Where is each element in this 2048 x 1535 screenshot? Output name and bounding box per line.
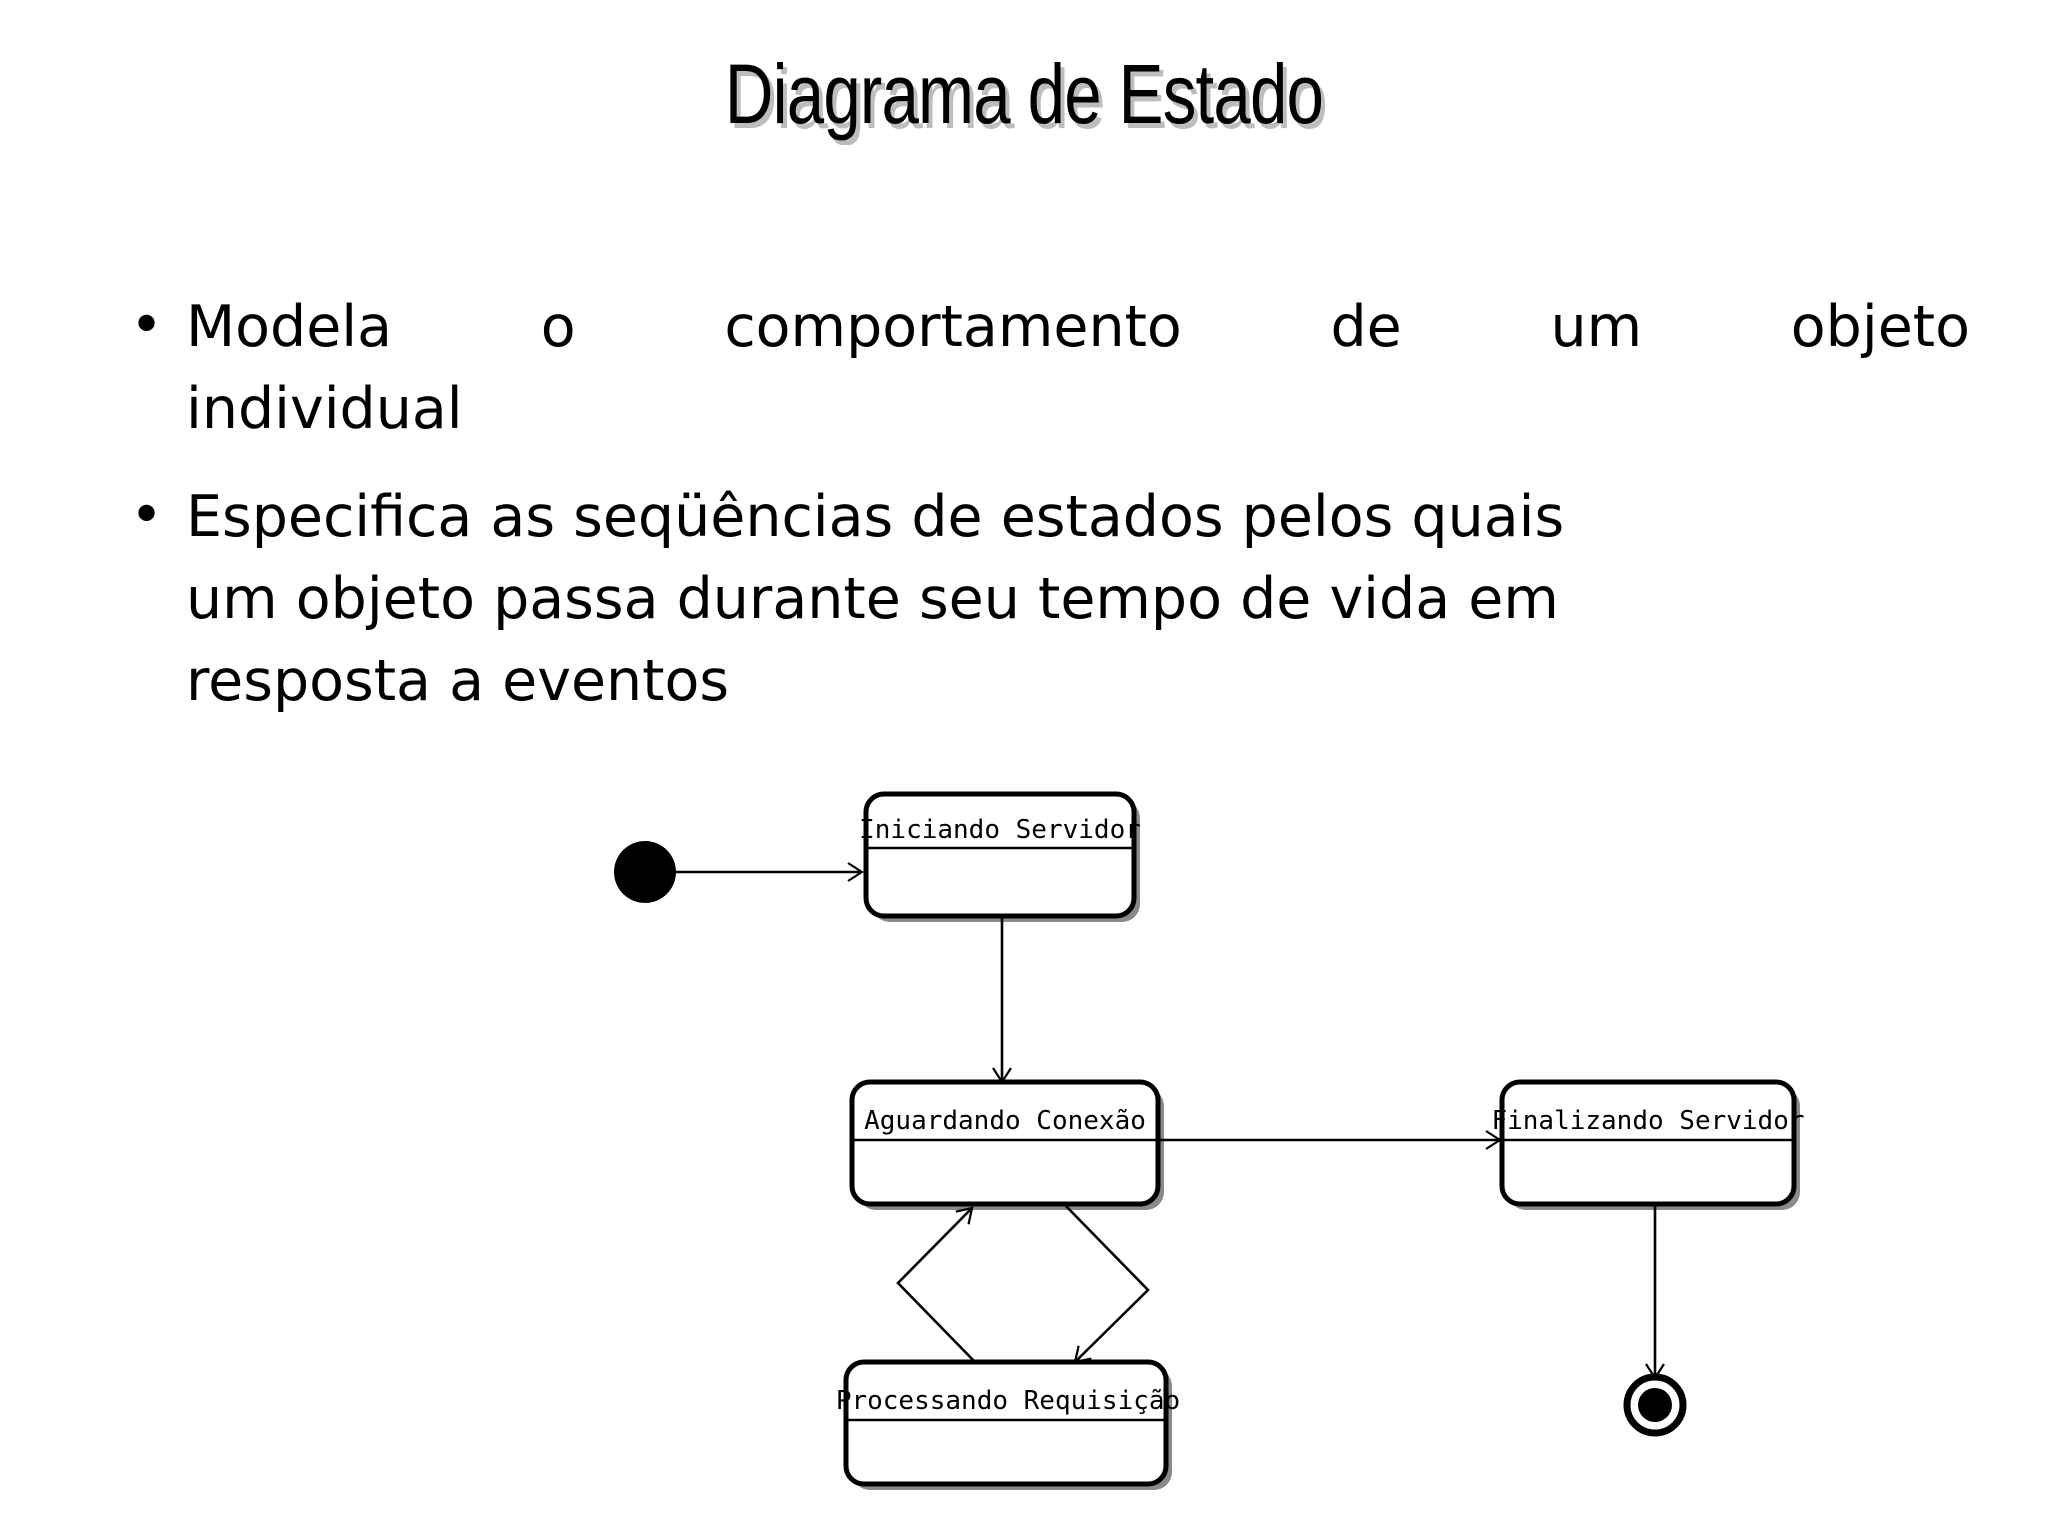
initial-node-icon [614, 841, 676, 903]
bullet-marker-icon: • [130, 293, 164, 358]
state-node-aguardando-conexao: Aguardando Conexão [849, 1079, 1161, 1207]
final-node-icon [1623, 1373, 1687, 1437]
state-label: Finalizando Servidor [1491, 1106, 1804, 1136]
bullet-line: resposta a eventos [186, 648, 730, 714]
bullet-line: um objeto passa durante seu tempo de vid… [186, 566, 1559, 632]
bullet-line: Modela o comportamento de um objeto [186, 294, 1970, 360]
transition-aguardando-to-processando [1062, 1202, 1150, 1364]
bullet-text: Especifica as seqüências de estados pelo… [186, 476, 1970, 722]
bullet-marker-icon: • [130, 483, 164, 548]
state-label: Processando Requisição [836, 1386, 1180, 1416]
list-item: • Especifica as seqüências de estados pe… [118, 476, 1970, 722]
page-title: Diagrama de Estado [724, 47, 1324, 141]
state-box-shadows [852, 800, 1800, 1490]
state-label: Iniciando Servidor [859, 815, 1141, 845]
bullet-line: Especifica as seqüências de estados pelo… [186, 484, 1565, 550]
state-node-processando-requisicao: Processando Requisição [836, 1359, 1180, 1487]
list-item: • Modela o comportamento de um objeto in… [118, 286, 1970, 450]
state-label: Aguardando Conexão [864, 1106, 1146, 1136]
bullet-text: Modela o comportamento de um objeto indi… [186, 286, 1970, 450]
state-node-finalizando-servidor: Finalizando Servidor [1491, 1079, 1805, 1207]
transition-processando-to-aguardando [896, 1206, 976, 1363]
bullet-line: individual [186, 376, 463, 442]
state-node-iniciando-servidor: Iniciando Servidor [859, 791, 1141, 919]
bullet-list: • Modela o comportamento de um objeto in… [118, 286, 1970, 748]
